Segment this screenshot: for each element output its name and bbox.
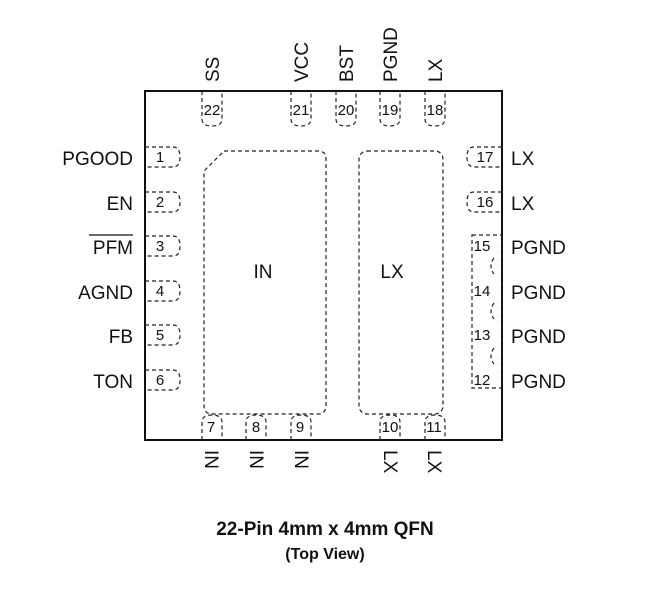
pin-name: PGND — [381, 27, 402, 82]
pin-name: FB — [109, 327, 133, 348]
pin-number: 8 — [252, 419, 260, 436]
pin-name: EN — [107, 194, 133, 215]
pin-20: 20 BST — [335, 45, 358, 127]
pin-name: IN — [200, 450, 221, 469]
right-pins: 17 LX 16 LX 15 PGND 14 PGND 13 PGND 12 P… — [466, 146, 566, 393]
pin-6: 6 TON — [93, 369, 181, 393]
pin-name: BST — [337, 45, 358, 82]
pin-name: PGND — [511, 372, 566, 393]
pin-name: PGND — [511, 327, 566, 348]
pin-number: 21 — [293, 102, 310, 119]
pin-22: 22 SS — [201, 57, 224, 127]
thermal-pad-in — [203, 150, 327, 415]
left-pins: 1 PGOOD 2 EN 3 PFM 4 AGND 5 FB 6 TON — [62, 146, 181, 393]
thermal-pad-in-label: IN — [254, 262, 273, 283]
thermal-pad-lx-label: LX — [380, 262, 404, 283]
pin-number: 3 — [156, 238, 164, 255]
pin-8: 8 IN — [245, 414, 267, 469]
top-pins: 22 SS 21 VCC 20 BST 19 PGND 18 LX — [201, 27, 447, 127]
pin-number: 20 — [338, 102, 355, 119]
pin-2: 2 EN — [107, 191, 181, 215]
pin-number: 15 — [474, 238, 491, 255]
pin-number: 11 — [426, 419, 442, 436]
pin-10: 10 LX — [379, 414, 401, 474]
pin-19: 19 PGND — [379, 27, 402, 127]
bottom-pins: 7 IN 8 IN 9 IN 10 LX 11 LX — [200, 414, 446, 474]
pin-14: 14 PGND — [474, 283, 566, 320]
pin-number: 16 — [477, 194, 494, 211]
pin-name: IN — [290, 450, 311, 469]
pin-number: 2 — [156, 194, 164, 211]
pin-12: 12 PGND — [474, 372, 566, 393]
pin-number: 14 — [474, 283, 491, 300]
pin-3: 3 PFM — [89, 234, 181, 259]
pin-13: 13 PGND — [474, 327, 566, 365]
pin-name: PFM — [93, 238, 133, 259]
pin-name: AGND — [78, 283, 133, 304]
thermal-pad-lx — [358, 150, 444, 415]
pin-name: PGND — [511, 283, 566, 304]
pin-name: VCC — [292, 42, 313, 82]
caption-title: 22-Pin 4mm x 4mm QFN — [216, 519, 434, 540]
pin-number: 9 — [296, 419, 304, 436]
pin-name: PGOOD — [62, 149, 133, 170]
pin-17: 17 LX — [466, 146, 535, 170]
pin-number: 1 — [156, 149, 164, 166]
package-body — [144, 90, 503, 441]
pin-number: 5 — [156, 327, 164, 344]
pin-4: 4 AGND — [78, 280, 181, 304]
pin-name: LX — [511, 149, 535, 170]
pin-name: PGND — [511, 238, 566, 259]
pin-name: TON — [93, 372, 133, 393]
pin-number: 22 — [204, 102, 221, 119]
pgnd-merged-pad — [471, 234, 503, 389]
pin-5: 5 FB — [109, 324, 181, 348]
pin-number: 10 — [382, 419, 399, 436]
pin-9: 9 IN — [290, 414, 312, 469]
pin-name: LX — [379, 450, 400, 474]
pin-7: 7 IN — [200, 414, 223, 469]
pin-11: 11 LX — [423, 414, 446, 474]
pin-number: 19 — [382, 102, 399, 119]
pin-name: LX — [423, 450, 444, 474]
pin-number: 13 — [474, 327, 491, 344]
pin-name: IN — [245, 450, 266, 469]
pin-21: 21 VCC — [290, 42, 313, 127]
pin-15: 15 PGND — [474, 238, 566, 275]
pin-number: 6 — [156, 372, 164, 389]
pin-number: 12 — [474, 372, 491, 389]
pin-number: 18 — [427, 102, 444, 119]
pin-name: LX — [426, 58, 447, 82]
caption-subtitle: (Top View) — [285, 546, 364, 563]
pin-name: LX — [511, 194, 535, 215]
pin-16: 16 LX — [466, 191, 535, 215]
pin-number: 4 — [156, 283, 164, 300]
pin-name: SS — [203, 57, 224, 82]
pin-number: 17 — [477, 149, 494, 166]
pin-1: 1 PGOOD — [62, 146, 181, 170]
pin-18: 18 LX — [424, 58, 447, 127]
pin-number: 7 — [207, 419, 215, 436]
